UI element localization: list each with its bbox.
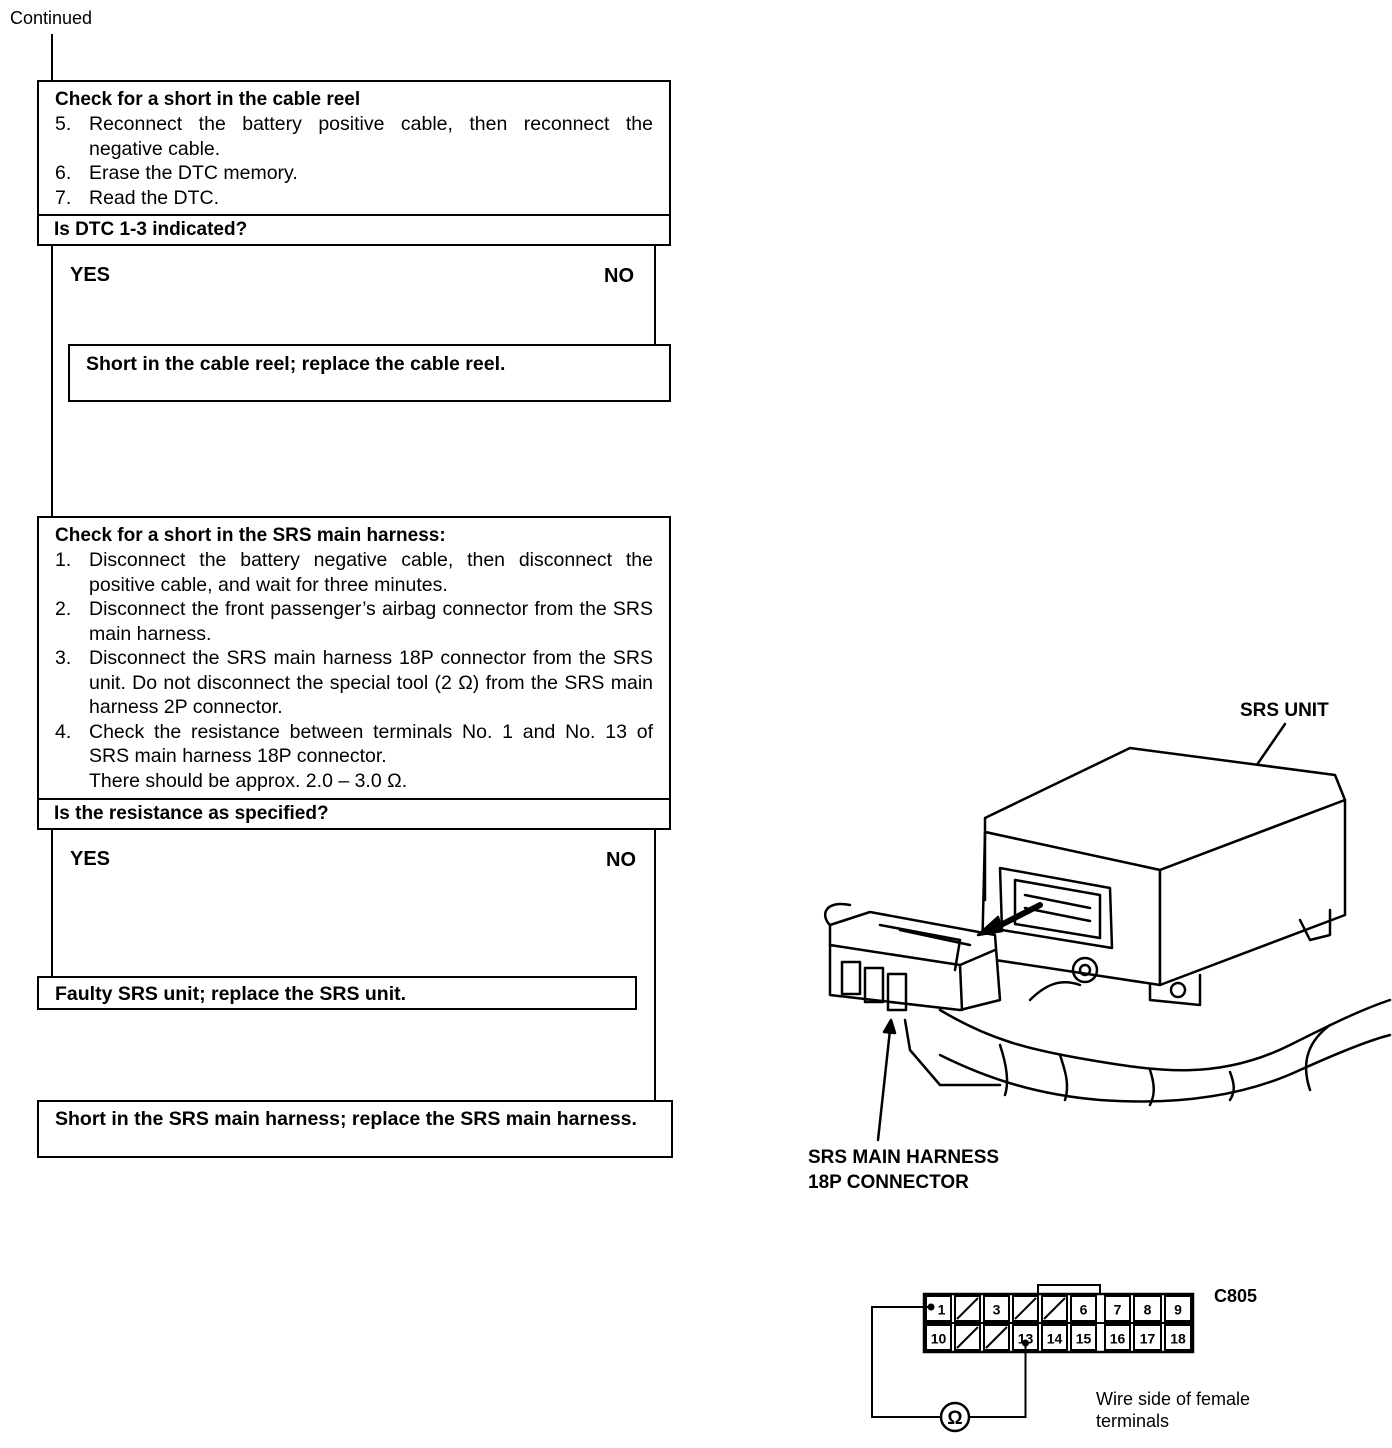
connector-id: C805 bbox=[1214, 1286, 1258, 1306]
meter-lead-left bbox=[871, 1306, 941, 1418]
connector-terminal bbox=[1164, 1324, 1192, 1351]
flow-line-no1 bbox=[654, 244, 656, 346]
step2-title: Check for a short in the SRS main harnes… bbox=[55, 525, 446, 546]
list-item: 3.Disconnect the SRS main harness 18P co… bbox=[55, 647, 653, 718]
terminal-number: 18 bbox=[1170, 1331, 1186, 1347]
terminal-number: 9 bbox=[1174, 1302, 1182, 1318]
unit-top-face bbox=[983, 746, 1347, 872]
unit-socket bbox=[998, 866, 1114, 950]
list-item: 7.Read the DTC. bbox=[55, 186, 220, 209]
connector-leader-line bbox=[876, 1028, 892, 1142]
ohmmeter-icon bbox=[939, 1401, 971, 1433]
connector-terminal bbox=[925, 1324, 952, 1351]
connector-terminal bbox=[925, 1295, 952, 1322]
ohm-symbol: Ω bbox=[947, 1408, 962, 1429]
step2-box: Check for a short in the SRS main harnes… bbox=[37, 516, 671, 800]
meter-lead-right bbox=[969, 1343, 1027, 1418]
connector-terminal bbox=[1012, 1324, 1039, 1351]
list-item: 6.Erase the DTC memory. bbox=[55, 162, 298, 184]
connector-terminal bbox=[954, 1295, 981, 1322]
continued-label: Continued bbox=[10, 8, 93, 28]
connector-terminal bbox=[983, 1295, 1010, 1322]
unit-right-face bbox=[1158, 798, 1347, 987]
connector-terminal bbox=[1041, 1324, 1068, 1351]
branch2-yes: YES bbox=[70, 848, 111, 870]
connector-terminal bbox=[1041, 1295, 1068, 1322]
connector-caption-line2: terminals bbox=[1096, 1411, 1170, 1431]
branch2-no: NO bbox=[606, 849, 636, 871]
terminal-number: 1 bbox=[938, 1302, 946, 1318]
list-item: There should be approx. 2.0 – 3.0 Ω. bbox=[89, 769, 408, 792]
flow-line-yes1 bbox=[51, 244, 53, 518]
empty-terminal-slash bbox=[1043, 1297, 1066, 1320]
branch1-no: NO bbox=[604, 265, 634, 287]
connector-terminal bbox=[983, 1324, 1010, 1351]
empty-terminal-slash bbox=[985, 1326, 1008, 1349]
step1-question: Is DTC 1-3 indicated? bbox=[54, 219, 248, 240]
list-item: 4.Check the resistance between terminals… bbox=[55, 720, 653, 768]
connector-terminal bbox=[1104, 1295, 1131, 1322]
terminal-number: 17 bbox=[1140, 1331, 1156, 1347]
step1-title: Check for a short in the cable reel bbox=[55, 89, 361, 110]
connector-terminal bbox=[954, 1324, 981, 1351]
connector-frame bbox=[922, 1292, 1195, 1354]
terminal-number: 3 bbox=[993, 1302, 1001, 1318]
step2-question-box: Is the resistance as specified? bbox=[37, 798, 671, 830]
connector-terminal bbox=[1133, 1324, 1162, 1351]
probe-point-1 bbox=[927, 1303, 935, 1311]
result3-box: Short in the SRS main harness; replace t… bbox=[37, 1100, 673, 1158]
list-item: 2.Disconnect the front passenger’s airba… bbox=[55, 598, 653, 645]
result1-text: Short in the cable reel; replace the cab… bbox=[86, 353, 506, 375]
result2-text: Faulty SRS unit; replace the SRS unit. bbox=[55, 983, 407, 1005]
probe-point-13 bbox=[1022, 1339, 1029, 1347]
connector-terminal bbox=[1012, 1295, 1039, 1322]
flow-line-yes2 bbox=[51, 828, 53, 978]
result3-text: Short in the SRS main harness; replace t… bbox=[55, 1108, 637, 1130]
unit-leader-arrow bbox=[1244, 764, 1259, 782]
terminal-number: 10 bbox=[931, 1331, 947, 1347]
step2-question: Is the resistance as specified? bbox=[54, 803, 329, 824]
result2-box: Faulty SRS unit; replace the SRS unit. bbox=[37, 976, 637, 1010]
terminal-number: 15 bbox=[1076, 1331, 1092, 1347]
terminal-number: 16 bbox=[1110, 1331, 1126, 1347]
empty-terminal-slash bbox=[956, 1297, 979, 1320]
unit-front-face bbox=[980, 830, 1162, 987]
list-item: 5.Reconnect the battery positive cable, … bbox=[55, 113, 653, 160]
connector-terminal bbox=[1104, 1324, 1131, 1351]
empty-terminal-slash bbox=[956, 1326, 979, 1349]
connector-caption-line1: Wire side of female bbox=[1096, 1389, 1251, 1409]
branch1-yes: YES bbox=[70, 264, 111, 286]
step1-question-box: Is DTC 1-3 indicated? bbox=[37, 214, 671, 246]
terminal-number: 14 bbox=[1047, 1331, 1063, 1347]
terminal-number: 13 bbox=[1018, 1331, 1034, 1347]
terminal-number: 7 bbox=[1114, 1302, 1122, 1318]
connector-label-line2: 18P CONNECTOR bbox=[808, 1172, 969, 1193]
step1-list: 5.Reconnect the battery positive cable, … bbox=[55, 112, 653, 210]
terminal-number: 8 bbox=[1144, 1302, 1152, 1318]
result1-box: Short in the cable reel; replace the cab… bbox=[68, 344, 671, 402]
connector-terminal bbox=[1070, 1295, 1097, 1322]
connector-label-line1: SRS MAIN HARNESS bbox=[808, 1147, 1000, 1168]
harness-top bbox=[938, 998, 1392, 1072]
unit-leader-line bbox=[1250, 722, 1287, 774]
step2-list: 1.Disconnect the battery negative cable,… bbox=[55, 548, 653, 793]
empty-terminal-slash bbox=[1014, 1297, 1037, 1320]
connector-terminal bbox=[1133, 1295, 1162, 1322]
srs-unit-label: SRS UNIT bbox=[1240, 700, 1329, 721]
connector-terminal bbox=[1164, 1295, 1192, 1322]
list-item: 1.Disconnect the battery negative cable,… bbox=[55, 549, 653, 596]
connector-terminal bbox=[1070, 1324, 1097, 1351]
terminal-number: 6 bbox=[1080, 1302, 1088, 1318]
plug-body bbox=[828, 910, 1002, 1012]
step1-box: Check for a short in the cable reel 5.Re… bbox=[37, 80, 671, 216]
flow-line-no2 bbox=[654, 828, 656, 1102]
flow-line-top bbox=[51, 34, 53, 82]
